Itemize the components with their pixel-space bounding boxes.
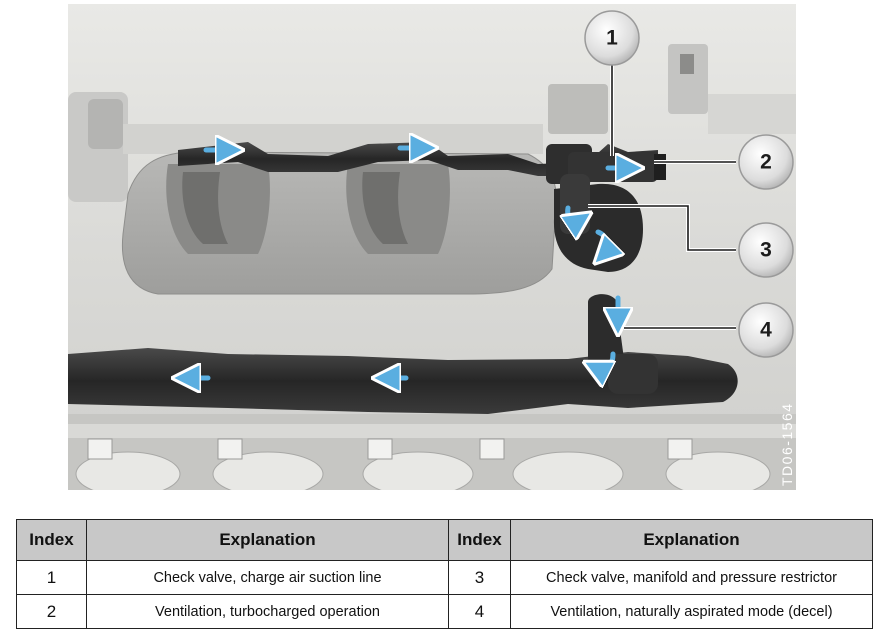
callout-1: 1 xyxy=(584,10,640,66)
flow-arrow xyxy=(598,229,607,254)
svg-text:1: 1 xyxy=(606,27,618,50)
callout-4: 4 xyxy=(738,302,794,358)
explanation-cell: Check valve, manifold and pressure restr… xyxy=(510,560,873,595)
header-index: Index xyxy=(448,519,511,561)
index-cell: 4 xyxy=(448,594,511,629)
image-code: TD06-1564 xyxy=(779,402,795,486)
svg-text:3: 3 xyxy=(760,239,772,262)
explanation-cell: Ventilation, naturally aspirated mode (d… xyxy=(510,594,873,629)
legend-header-row: Index Explanation Index Explanation xyxy=(16,519,873,561)
table-row: 1 Check valve, charge air suction line 3… xyxy=(16,560,873,595)
intake-manifold xyxy=(121,151,557,295)
lower-vent-pipe xyxy=(68,294,738,414)
svg-text:2: 2 xyxy=(760,151,772,174)
table-row: 2 Ventilation, turbocharged operation 4 … xyxy=(16,594,873,629)
callout-2: 2 xyxy=(738,134,794,190)
flow-arrow xyxy=(596,351,613,369)
index-cell: 3 xyxy=(448,560,511,595)
flow-arrow xyxy=(568,205,580,221)
engine-illustration: 1 2 3 4 TD06-1564 xyxy=(68,4,796,490)
legend-table: Index Explanation Index Explanation 1 Ch… xyxy=(16,519,873,629)
header-explanation: Explanation xyxy=(510,519,873,561)
explanation-cell: Ventilation, turbocharged operation xyxy=(86,594,449,629)
index-cell: 1 xyxy=(16,560,87,595)
callout-3: 3 xyxy=(738,222,794,278)
header-index: Index xyxy=(16,519,87,561)
leader-lines xyxy=(588,56,736,330)
index-cell: 2 xyxy=(16,594,87,629)
flow-arrows xyxy=(186,148,630,378)
header-explanation: Explanation xyxy=(86,519,449,561)
explanation-cell: Check valve, charge air suction line xyxy=(86,560,449,595)
svg-text:4: 4 xyxy=(760,319,772,342)
